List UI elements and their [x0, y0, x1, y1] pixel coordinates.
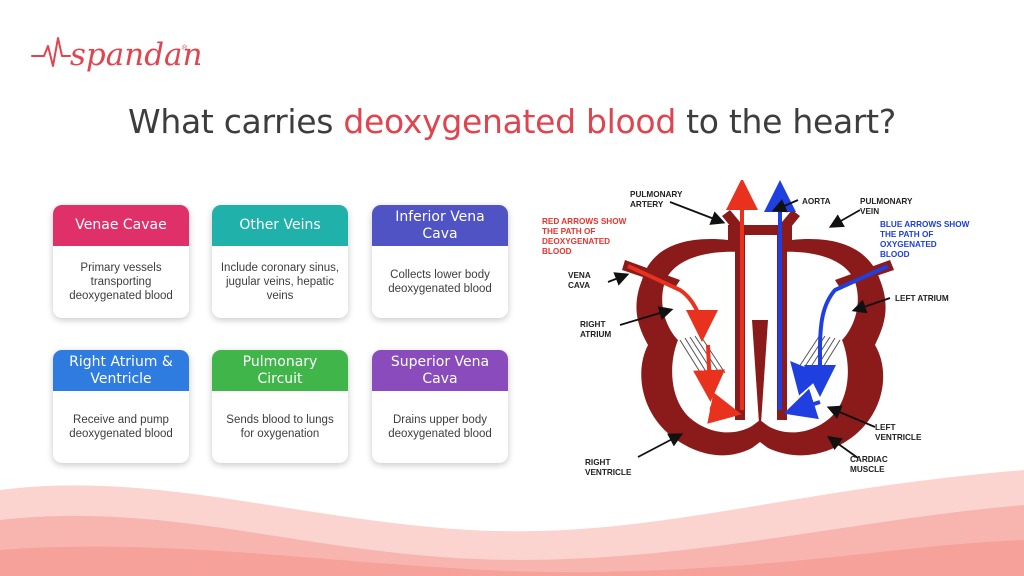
- label-vena-cava-2: CAVA: [568, 281, 590, 290]
- label-left-ventricle-2: VENTRICLE: [875, 433, 922, 442]
- card-title: Right Atrium & Ventricle: [53, 350, 189, 391]
- pulmonary-vein-vessel: [835, 260, 894, 288]
- blue-arrows: [764, 180, 889, 420]
- card-title: Pulmonary Circuit: [212, 350, 348, 391]
- title-highlight: deoxygenated blood: [343, 102, 676, 141]
- card-superior-vena-cava: Superior Vena Cava Drains upper body deo…: [372, 350, 508, 463]
- registered-mark: ®: [182, 44, 188, 52]
- label-pulmonary-artery-1: PULMONARY: [630, 190, 683, 199]
- heartbeat-icon: [31, 37, 71, 67]
- label-cardiac-muscle-2: MUSCLE: [850, 465, 885, 474]
- label-right-atrium-2: ATRIUM: [580, 330, 611, 339]
- label-cardiac-muscle-1: CARDIAC: [850, 455, 888, 464]
- label-right-atrium-1: RIGHT: [580, 320, 605, 329]
- card-description: Collects lower body deoxygenated blood: [388, 269, 492, 295]
- heart-diagram: PULMONARY ARTERY AORTA PULMONARY VEIN RE…: [542, 180, 970, 477]
- card-description: Sends blood to lungs for oxygenation: [226, 414, 334, 440]
- label-red-note-1: RED ARROWS SHOW: [542, 217, 627, 226]
- card-title: Other Veins: [212, 205, 348, 246]
- label-right-ventricle-2: VENTRICLE: [585, 468, 632, 477]
- label-red-note-3: DEOXYGENATED: [542, 237, 610, 246]
- aorta-vessel: [777, 210, 800, 420]
- card-description: Primary vessels transporting deoxygenate…: [69, 262, 173, 302]
- card-pulmonary-circuit: Pulmonary Circuit Sends blood to lungs f…: [212, 350, 348, 463]
- vena-cava-vessel: [622, 260, 680, 288]
- label-left-atrium: LEFT ATRIUM: [895, 294, 949, 303]
- label-red-note-4: BLOOD: [542, 247, 572, 256]
- label-left-ventricle-1: LEFT: [875, 423, 895, 432]
- pulmonary-artery-vessel: [722, 210, 745, 420]
- septum: [752, 320, 768, 438]
- card-title: Inferior Vena Cava: [372, 205, 508, 246]
- card-title: Venae Cavae: [53, 205, 189, 246]
- logo-wordmark: spandan: [70, 37, 200, 73]
- label-pulmonary-artery-2: ARTERY: [630, 200, 664, 209]
- label-red-note-2: THE PATH OF: [542, 227, 595, 236]
- card-description: Include coronary sinus, jugular veins, h…: [220, 262, 340, 302]
- title-suffix: to the heart?: [675, 102, 896, 141]
- card-inferior-vena-cava: Inferior Vena Cava Collects lower body d…: [372, 205, 508, 318]
- label-blue-note-3: OXYGENATED: [880, 240, 937, 249]
- card-right-atrium-ventricle: Right Atrium & Ventricle Receive and pum…: [53, 350, 189, 463]
- label-pulmonary-vein-2: VEIN: [860, 207, 879, 216]
- label-pulmonary-vein-1: PULMONARY: [860, 197, 913, 206]
- pointer-lines: [607, 199, 891, 459]
- label-blue-note-1: BLUE ARROWS SHOW: [880, 220, 970, 229]
- card-title: Superior Vena Cava: [372, 350, 508, 391]
- card-description: Receive and pump deoxygenated blood: [69, 414, 173, 440]
- card-other-veins: Other Veins Include coronary sinus, jugu…: [212, 205, 348, 318]
- label-blue-note-4: BLOOD: [880, 250, 910, 259]
- label-blue-note-2: THE PATH OF: [880, 230, 933, 239]
- label-aorta: AORTA: [802, 197, 831, 206]
- title-prefix: What carries: [128, 102, 344, 141]
- page-title: What carries deoxygenated blood to the h…: [0, 102, 1024, 141]
- card-venae-cavae: Venae Cavae Primary vessels transporting…: [53, 205, 189, 318]
- spandan-logo: spandan ®: [31, 37, 200, 73]
- label-vena-cava-1: VENA: [568, 271, 591, 280]
- card-description: Drains upper body deoxygenated blood: [388, 414, 492, 440]
- label-right-ventricle-1: RIGHT: [585, 458, 610, 467]
- red-arrows: [627, 180, 758, 424]
